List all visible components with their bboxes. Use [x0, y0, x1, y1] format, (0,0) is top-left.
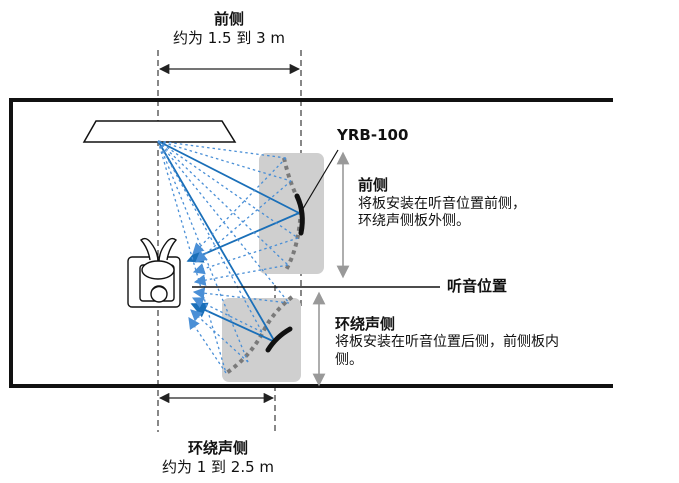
reflected-path	[157, 140, 249, 363]
direct-path-to-front-panel	[157, 140, 300, 214]
tv-soundbar-icon	[82, 120, 237, 143]
front-heading: 前侧	[213, 10, 245, 28]
listener-chair-icon	[127, 237, 181, 308]
reflected-path	[157, 140, 299, 239]
surround-note-line2: 侧。	[335, 352, 363, 368]
front-panel	[294, 193, 305, 236]
front-distance: 约为 1.5 到 3 m	[172, 29, 286, 47]
reflected-path	[188, 317, 227, 374]
reflected-path	[193, 264, 289, 286]
direct-path-to-surround-panel	[157, 140, 276, 343]
surround-panel	[265, 326, 293, 353]
listening-position-label: 听音位置	[447, 277, 508, 295]
reflected-path	[192, 157, 287, 255]
surround-note-title: 环绕声侧	[335, 315, 396, 333]
front-note-line1: 将板安装在听音位置前侧，	[358, 196, 526, 212]
reflected-path	[195, 180, 292, 263]
surround-heading: 环绕声侧	[187, 439, 249, 457]
surround-distance: 约为 1 到 2.5 m	[161, 458, 275, 476]
room-walls	[9, 98, 613, 388]
front-panel-zone	[259, 153, 324, 274]
surround-note-line1: 将板安装在听音位置后侧，前侧板内	[335, 334, 559, 350]
model-leader-line	[300, 149, 339, 213]
surround-panel-zone	[222, 298, 301, 382]
front-note-line2: 环绕声侧板外侧。	[358, 213, 470, 229]
reflected-path	[190, 309, 249, 363]
model-label: YRB-100	[337, 126, 409, 144]
reflected-path	[192, 237, 299, 275]
reflected-path	[191, 297, 263, 333]
front-note-title: 前侧	[358, 176, 389, 194]
reflected-paths	[157, 140, 299, 374]
reflected-path	[157, 140, 290, 304]
reflected-path	[157, 140, 292, 182]
surround-reflection-path	[190, 302, 276, 343]
reflected-path	[157, 140, 289, 266]
reflected-path	[157, 140, 227, 374]
